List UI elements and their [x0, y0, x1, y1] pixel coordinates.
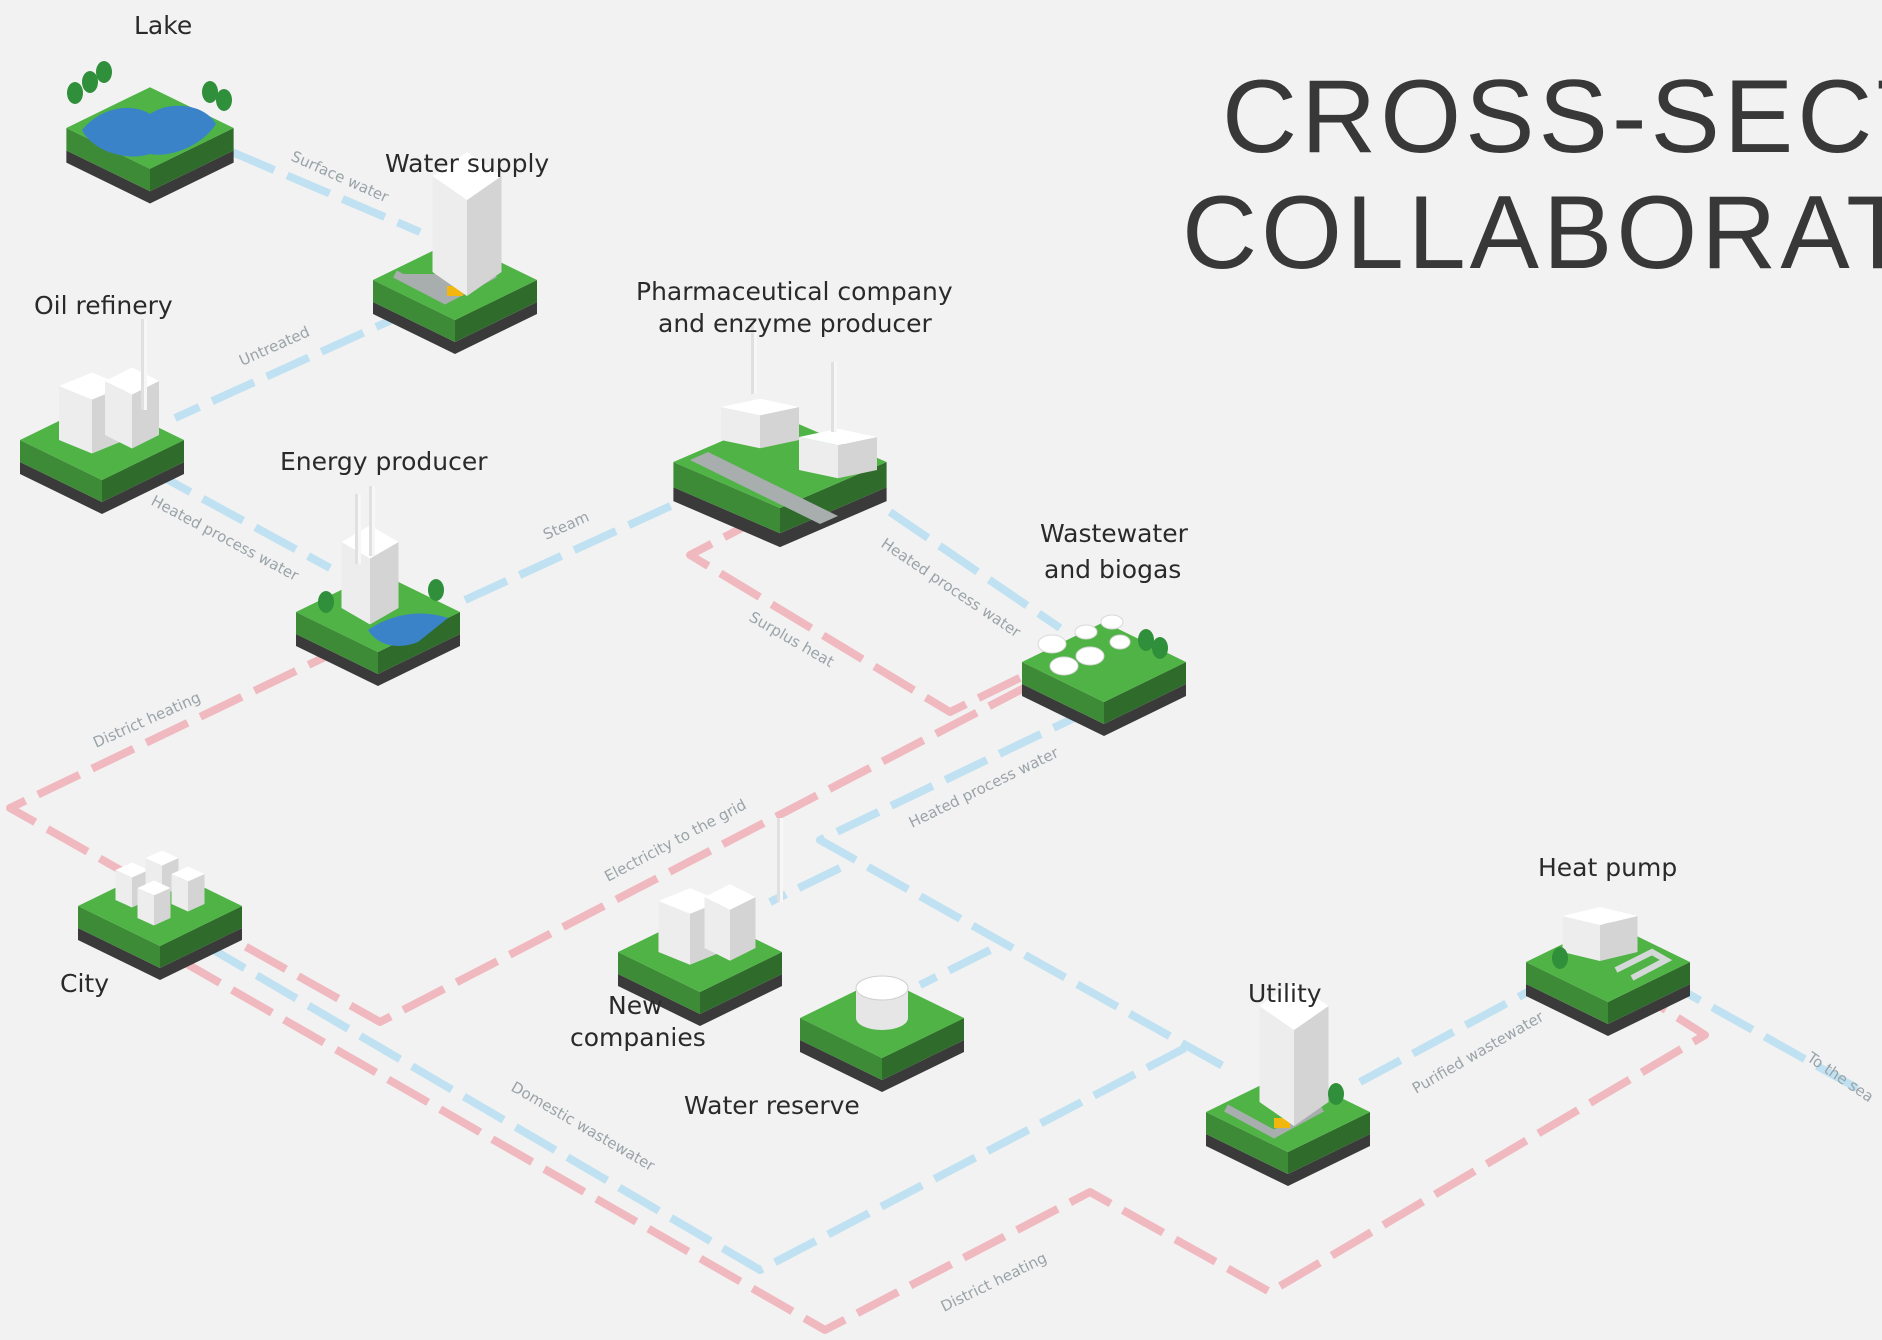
label-pharma-line2: and enzyme producer	[658, 309, 933, 338]
node-pharma	[673, 324, 887, 548]
label-lake: Lake	[134, 11, 192, 40]
node-lake	[66, 61, 234, 204]
pipe-network	[6, 148, 1862, 1334]
title-line2: COLLABORAT	[1182, 175, 1882, 291]
tree-icon	[1552, 947, 1568, 969]
pipe-to-the-sea	[1658, 974, 1862, 1094]
pipe-steam	[463, 484, 712, 604]
node-oil-refinery	[20, 319, 184, 514]
label-new-companies-line1: New	[608, 991, 663, 1020]
label-heat-pump: Heat pump	[1538, 853, 1677, 882]
pipe-water-reserve	[918, 946, 992, 989]
pipe-untreated-water	[173, 304, 420, 422]
node-heat-pump	[1526, 907, 1690, 1036]
label-utility: Utility	[1248, 979, 1322, 1008]
label-energy-producer: Energy producer	[280, 447, 488, 476]
pipe-heated-process-water-1	[148, 466, 332, 572]
pipe-electricity-to-grid	[223, 681, 1032, 1026]
label-water-reserve: Water reserve	[684, 1091, 860, 1120]
node-utility	[1206, 982, 1370, 1186]
flow-district-heating-2: District heating	[938, 1249, 1050, 1316]
label-city: City	[60, 969, 109, 998]
label-wastewater-line2: and biogas	[1044, 555, 1181, 584]
label-oil-refinery: Oil refinery	[34, 291, 173, 320]
node-water-supply	[373, 152, 537, 354]
label-wastewater-line1: Wastewater	[1040, 519, 1189, 548]
node-city	[78, 850, 242, 980]
node-labels: Lake Water supply Oil refinery Energy pr…	[34, 11, 1677, 1120]
node-water-reserve	[800, 975, 964, 1092]
pipe-heated-process-water-3	[816, 704, 1232, 1074]
label-pharma-line1: Pharmaceutical company	[636, 277, 953, 306]
pipe-heated-process-water-2	[887, 508, 1063, 632]
pipe-surplus-heat	[686, 512, 1042, 716]
flow-labels: Surface water Untreated Heated process w…	[90, 147, 1877, 1315]
flow-surface-water: Surface water	[288, 147, 392, 206]
pipe-district-heating-2	[178, 956, 1709, 1334]
pipe-purified-wastewater	[1358, 976, 1552, 1086]
label-new-companies-line2: companies	[570, 1023, 706, 1052]
title-line1: CROSS-SECT	[1222, 59, 1882, 175]
flow-to-the-sea: To the sea	[1803, 1048, 1877, 1106]
pipe-surface-water	[230, 148, 422, 236]
tree-icon	[1328, 1083, 1344, 1105]
node-wastewater	[1022, 614, 1186, 736]
pipe-domestic-wastewater	[202, 941, 1187, 1274]
label-water-supply: Water supply	[385, 149, 549, 178]
node-energy-producer	[296, 486, 460, 686]
flow-steam: Steam	[540, 508, 592, 544]
